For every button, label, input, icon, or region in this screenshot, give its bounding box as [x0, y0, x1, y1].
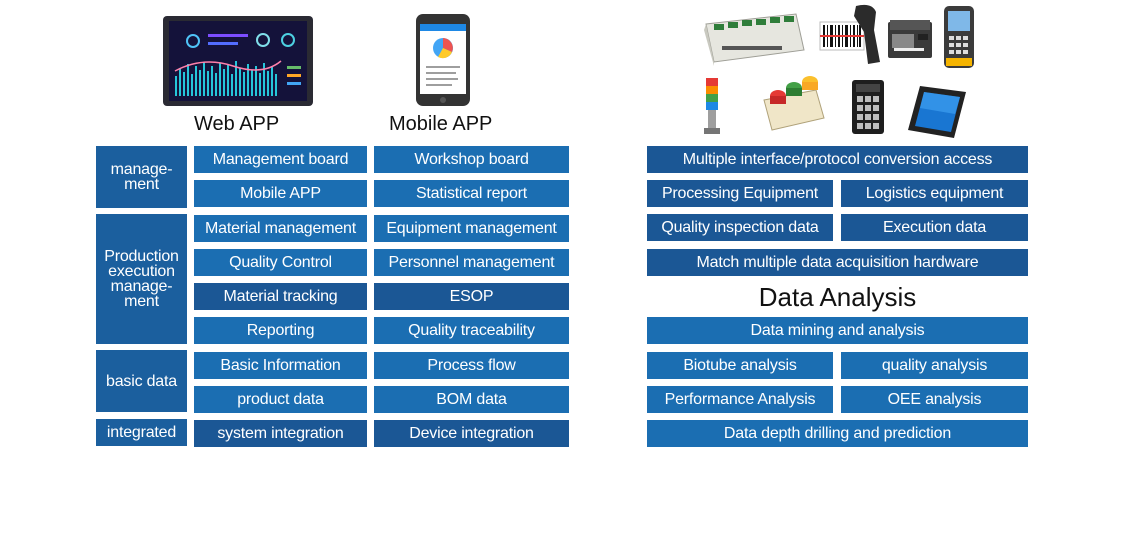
category-management: manage- ment [96, 146, 187, 208]
module-material-management[interactable]: Material management [194, 215, 367, 242]
phone-app-icon [416, 14, 470, 106]
box-quality-inspection-data[interactable]: Quality inspection data [647, 214, 833, 241]
web-app-caption: Web APP [194, 113, 280, 135]
module-basic-information[interactable]: Basic Information [194, 352, 367, 379]
box-execution-data[interactable]: Execution data [841, 214, 1028, 241]
module-quality-control[interactable]: Quality Control [194, 249, 367, 276]
module-reporting[interactable]: Reporting [194, 317, 367, 344]
tablet-dashboard-icon [163, 16, 313, 106]
module-management-board[interactable]: Management board [194, 146, 367, 173]
box-quality-analysis[interactable]: quality analysis [841, 352, 1028, 379]
box-processing-equipment[interactable]: Processing Equipment [647, 180, 833, 207]
handheld-terminal-icon [944, 6, 974, 68]
module-process-flow[interactable]: Process flow [374, 352, 569, 379]
label-printer-icon [888, 20, 932, 58]
module-device-integration[interactable]: Device integration [374, 420, 569, 447]
module-mobile-app[interactable]: Mobile APP [194, 180, 367, 207]
signal-tower-icon [704, 78, 720, 134]
category-integrated: integrated [96, 419, 187, 446]
plc-module-icon [704, 13, 805, 66]
category-basic-data: basic data [96, 350, 187, 412]
module-personnel-management[interactable]: Personnel management [374, 249, 569, 276]
box-performance-analysis[interactable]: Performance Analysis [647, 386, 833, 413]
module-product-data[interactable]: product data [194, 386, 367, 413]
module-statistical-report[interactable]: Statistical report [374, 180, 569, 207]
module-equipment-management[interactable]: Equipment management [374, 215, 569, 242]
box-logistics-equipment[interactable]: Logistics equipment [841, 180, 1028, 207]
row-data-depth-drilling[interactable]: Data depth drilling and prediction [647, 420, 1028, 447]
row-data-mining[interactable]: Data mining and analysis [647, 317, 1028, 344]
module-material-tracking[interactable]: Material tracking [194, 283, 367, 310]
data-analysis-heading: Data Analysis [758, 282, 917, 312]
category-production-execution: Production execution manage- ment [96, 214, 187, 344]
row-multiple-interface[interactable]: Multiple interface/protocol conversion a… [647, 146, 1028, 173]
row-match-hardware[interactable]: Match multiple data acquisition hardware [647, 249, 1028, 276]
mobile-app-caption: Mobile APP [389, 113, 493, 135]
keypad-icon [852, 80, 884, 134]
module-bom-data[interactable]: BOM data [374, 386, 569, 413]
barcode-scanner-icon [819, 4, 880, 64]
box-biotube-analysis[interactable]: Biotube analysis [647, 352, 833, 379]
module-esop[interactable]: ESOP [374, 283, 569, 310]
box-oee-analysis[interactable]: OEE analysis [841, 386, 1028, 413]
push-button-station-icon [763, 76, 825, 131]
module-workshop-board[interactable]: Workshop board [374, 146, 569, 173]
module-system-integration[interactable]: system integration [194, 420, 367, 447]
module-quality-traceability[interactable]: Quality traceability [374, 317, 569, 344]
rugged-tablet-icon [908, 86, 966, 138]
